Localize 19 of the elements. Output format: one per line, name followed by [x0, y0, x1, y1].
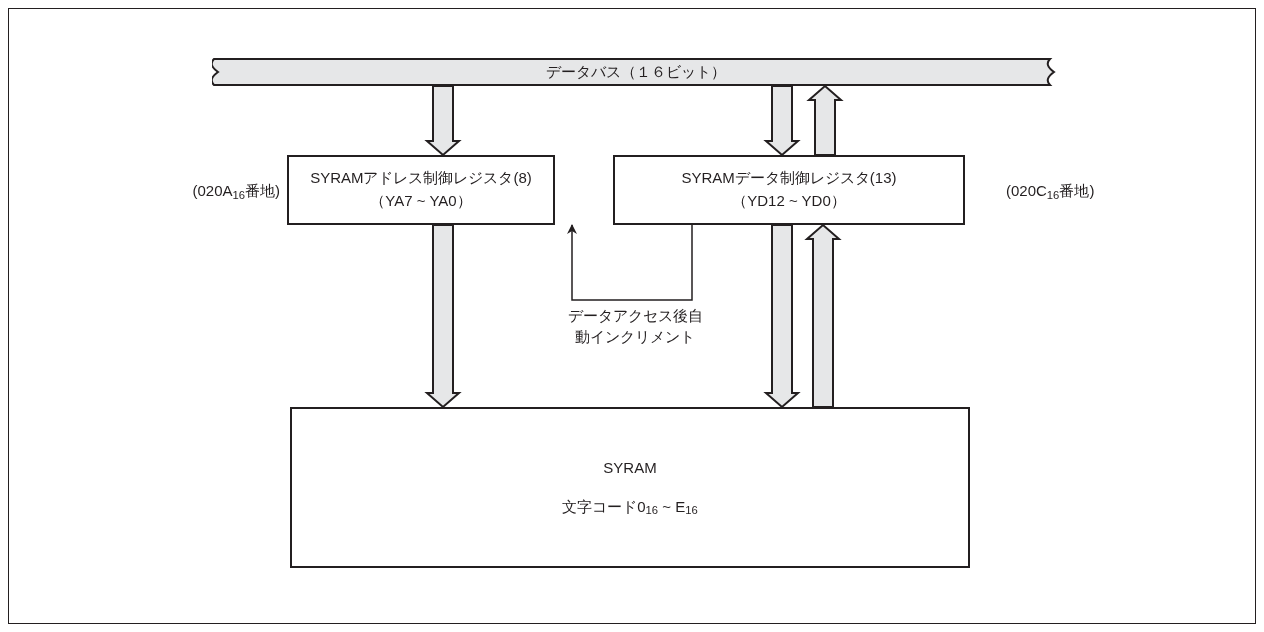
increment-arrow	[567, 224, 693, 301]
bus-arrow	[424, 85, 462, 157]
register-box	[290, 407, 970, 568]
bus-arrow	[424, 224, 462, 409]
box-title: SYRAMデータ制御レジスタ(13)	[681, 169, 897, 188]
box-title: SYRAM	[603, 458, 657, 478]
address-label: (020C$_{16}$番地)	[1006, 181, 1095, 203]
box-title: SYRAMアドレス制御レジスタ(8)	[310, 169, 532, 188]
bus-label: データバス（１６ビット）	[546, 62, 726, 82]
box-subtitle: （YD12 ~ YD0）	[732, 192, 846, 211]
register-box	[613, 155, 965, 225]
bus-arrow	[763, 85, 801, 157]
register-box	[287, 155, 555, 225]
box-subtitle: （YA7 ~ YA0）	[370, 192, 472, 211]
bus-arrow	[806, 84, 844, 156]
address-label: (020A$_{16}$番地)	[192, 181, 280, 203]
bus-arrow	[763, 224, 801, 409]
bus-arrow	[804, 223, 842, 408]
box-subtitle: 文字コード0$_{16}$ ~ E$_{16}$	[562, 497, 698, 517]
